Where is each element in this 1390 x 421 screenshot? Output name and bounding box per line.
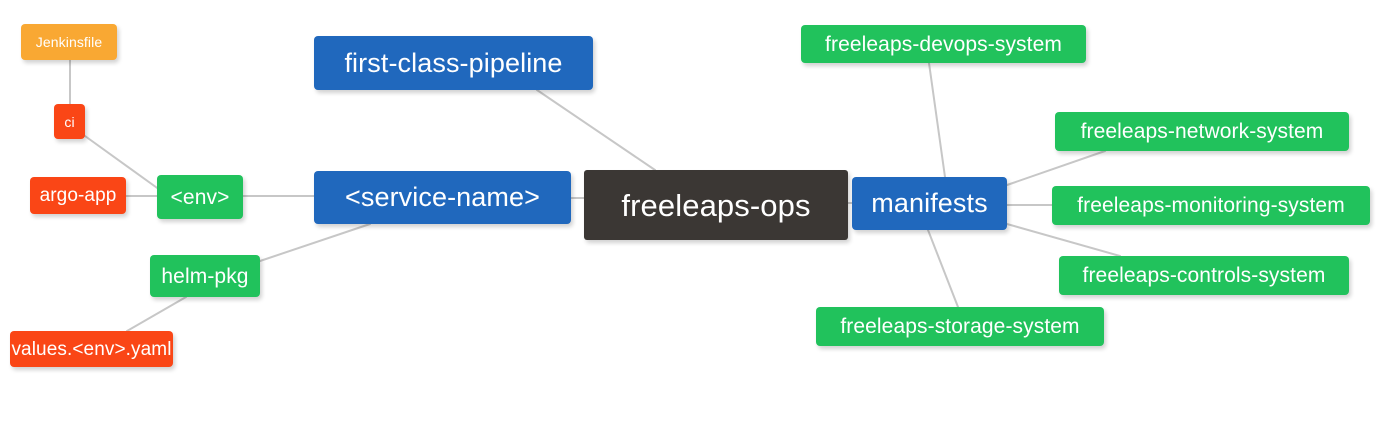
mindmap-node-pipeline[interactable]: first-class-pipeline (314, 36, 593, 90)
edge-manifests-to-controls (1006, 223, 1121, 257)
mindmap-node-root[interactable]: freeleaps-ops (584, 170, 848, 240)
mindmap-node-service-name[interactable]: <service-name> (314, 171, 571, 224)
edge-devops-to-manifests (928, 62, 946, 178)
edge-helm-pkg-to-service-name (259, 223, 371, 262)
mindmap-node-env[interactable]: <env> (157, 175, 243, 219)
mindmap-node-argo-app[interactable]: argo-app (30, 177, 126, 214)
edge-manifests-to-network (1006, 150, 1106, 186)
mindmap-node-helm-pkg[interactable]: helm-pkg (150, 255, 260, 297)
mindmap-node-network[interactable]: freeleaps-network-system (1055, 112, 1349, 151)
mindmap-node-jenkinsfile[interactable]: Jenkinsfile (21, 24, 117, 60)
mindmap-node-monitoring[interactable]: freeleaps-monitoring-system (1052, 186, 1370, 225)
edge-values-yaml-to-helm-pkg (126, 296, 187, 332)
mindmap-node-ci[interactable]: ci (54, 104, 85, 139)
mindmap-node-storage[interactable]: freeleaps-storage-system (816, 307, 1104, 346)
edge-manifests-to-storage (927, 229, 959, 308)
edge-pipeline-to-root (536, 89, 656, 171)
mindmap-node-controls[interactable]: freeleaps-controls-system (1059, 256, 1349, 295)
mindmap-node-values-yaml[interactable]: values.<env>.yaml (10, 331, 173, 367)
mindmap-node-devops[interactable]: freeleaps-devops-system (801, 25, 1086, 63)
mindmap-node-manifests[interactable]: manifests (852, 177, 1007, 230)
